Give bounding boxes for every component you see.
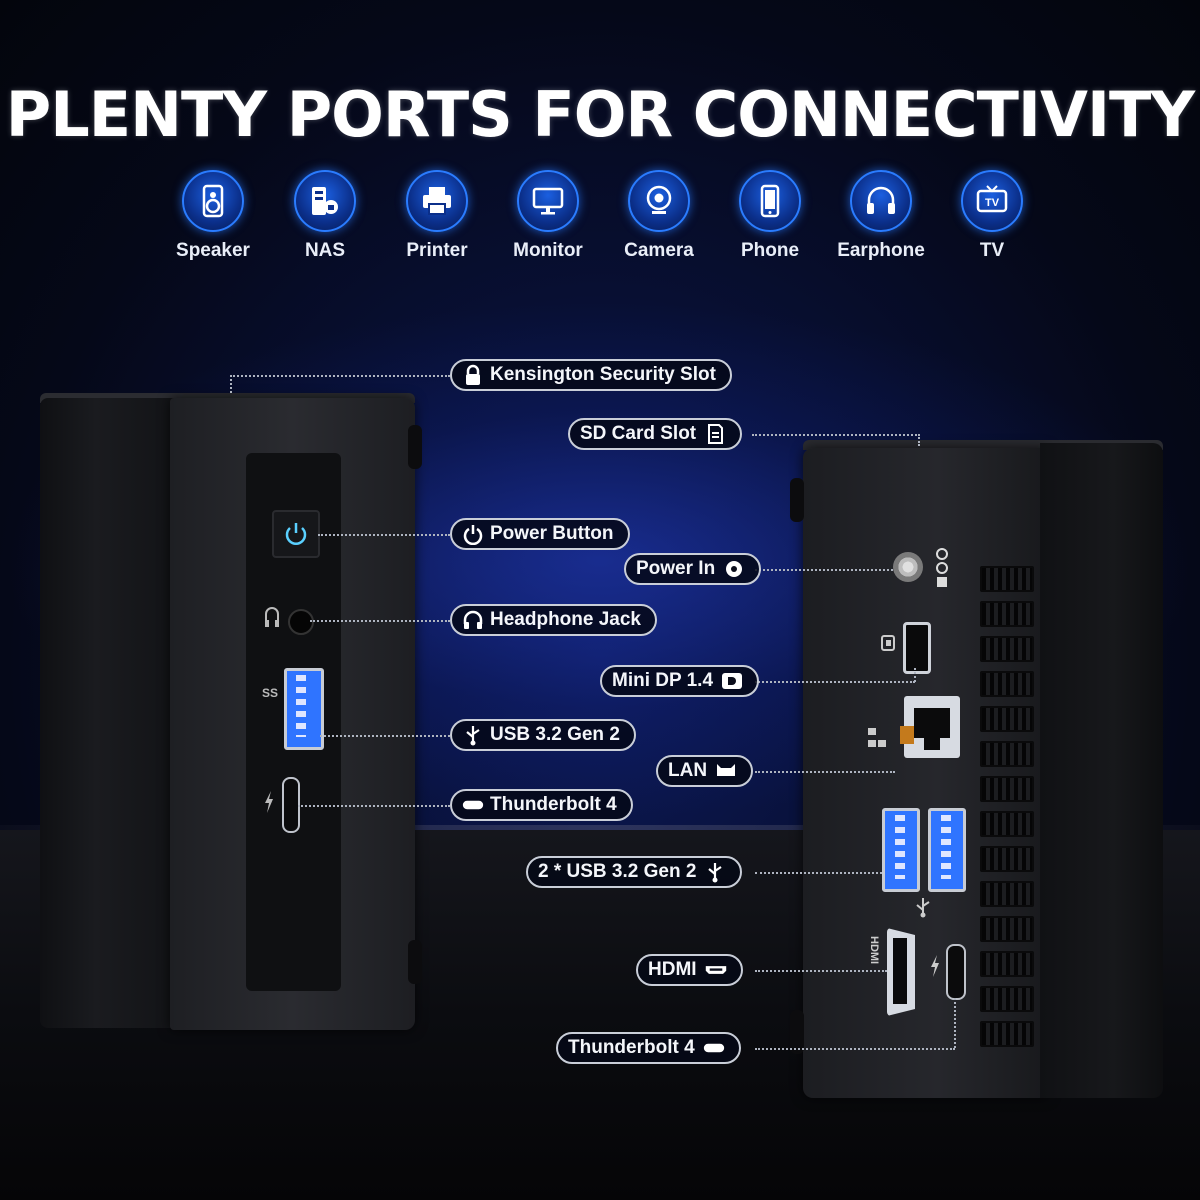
displayport-symbol-icon bbox=[880, 632, 898, 656]
power-button-leader-line bbox=[318, 534, 450, 536]
front-pc-foot bbox=[408, 940, 422, 984]
device-earphone: Earphone bbox=[826, 170, 936, 262]
mini-dp-leader-line bbox=[755, 681, 915, 683]
usb-leader-line bbox=[320, 735, 450, 737]
displayport-icon bbox=[721, 670, 743, 692]
hdmi-callout: HDMI bbox=[636, 954, 743, 986]
hdmi-port bbox=[887, 928, 915, 1016]
lock-icon bbox=[462, 364, 484, 386]
power-icon bbox=[285, 523, 307, 545]
rear-vents bbox=[980, 566, 1034, 1056]
mini-dp-leader-line bbox=[914, 668, 916, 682]
power-in-callout: Power In bbox=[624, 553, 762, 585]
usb-pair-leader-line bbox=[755, 872, 882, 874]
rear-usb-port-2 bbox=[928, 808, 966, 892]
usb-pair-callout: 2 * USB 3.2 Gen 2 bbox=[526, 856, 743, 888]
hdmi-icon bbox=[705, 959, 727, 981]
kensington-callout: Kensington Security Slot bbox=[450, 359, 732, 391]
device-camera: Camera bbox=[604, 170, 714, 262]
lan-leader-line bbox=[755, 771, 895, 773]
headset-symbol-icon bbox=[262, 600, 282, 636]
usb-callout: USB 3.2 Gen 2 bbox=[450, 719, 636, 751]
rear-pc-foot bbox=[790, 1010, 804, 1054]
usb-c-icon bbox=[462, 794, 484, 816]
device-printer: Printer bbox=[382, 170, 492, 262]
mini-dp-port bbox=[903, 622, 931, 674]
lan-symbol-icon bbox=[866, 726, 888, 750]
front-pc-foot bbox=[408, 425, 422, 469]
front-pc-side bbox=[40, 398, 180, 1028]
device-nas: NAS bbox=[270, 170, 380, 262]
mini-dp-callout: Mini DP 1.4 bbox=[600, 665, 760, 697]
ethernet-icon bbox=[715, 760, 737, 782]
device-row: Speaker NAS Printer Monitor Camera Phone… bbox=[0, 170, 1200, 270]
lan-callout: LAN bbox=[656, 755, 754, 787]
sd-card-leader-line bbox=[918, 434, 920, 446]
thunderbolt-leader-line bbox=[298, 805, 450, 807]
lan-led bbox=[900, 726, 914, 744]
speaker-icon bbox=[202, 184, 224, 218]
device-tv: TV TV bbox=[937, 170, 1047, 262]
sd-card-icon bbox=[704, 423, 726, 445]
power-button[interactable] bbox=[272, 510, 320, 558]
phone-icon bbox=[760, 184, 780, 218]
rear-pc-foot bbox=[790, 478, 804, 522]
nas-icon bbox=[312, 187, 338, 215]
power-in-symbol-icon bbox=[934, 544, 950, 590]
rear-pc-top bbox=[803, 440, 1163, 450]
power-button-callout: Power Button bbox=[450, 518, 630, 550]
device-monitor: Monitor bbox=[493, 170, 603, 262]
power-in-port bbox=[893, 552, 923, 582]
thunderbolt-rear-leader-line bbox=[755, 1048, 955, 1050]
kensington-leader-line bbox=[230, 375, 232, 393]
usb-pair-symbol-icon bbox=[912, 896, 934, 918]
hdmi-logo-icon: HDMI bbox=[868, 936, 880, 965]
device-phone: Phone bbox=[715, 170, 825, 262]
printer-icon bbox=[423, 187, 451, 215]
hdmi-leader-line bbox=[755, 970, 887, 972]
rear-usb-port-1 bbox=[882, 808, 920, 892]
page-title: PLENTY PORTS FOR CONNECTIVITY bbox=[5, 78, 1195, 151]
kensington-leader-line bbox=[230, 375, 450, 377]
device-speaker: Speaker bbox=[158, 170, 268, 262]
rear-thunderbolt-symbol-icon bbox=[928, 954, 942, 978]
floor-edge bbox=[0, 825, 1200, 833]
usb-icon bbox=[462, 724, 484, 746]
lan-port bbox=[904, 696, 960, 758]
front-usb-port bbox=[284, 668, 324, 750]
usb-c-icon bbox=[703, 1037, 725, 1059]
tv-icon: TV bbox=[976, 185, 1008, 213]
headphone-leader-line bbox=[310, 620, 450, 622]
thunderbolt-rear-leader-line bbox=[954, 998, 956, 1048]
svg-text:TV: TV bbox=[985, 197, 1000, 209]
headphone-icon bbox=[462, 609, 484, 631]
monitor-icon bbox=[532, 187, 564, 215]
rear-thunderbolt-port bbox=[946, 944, 966, 1000]
power-in-leader-line bbox=[755, 569, 893, 571]
rear-pc-side bbox=[1040, 443, 1163, 1098]
thunderbolt-rear-callout: Thunderbolt 4 bbox=[556, 1032, 741, 1064]
power-in-icon bbox=[723, 558, 745, 580]
headphone-jack-port bbox=[288, 609, 314, 635]
sd-card-callout: SD Card Slot bbox=[568, 418, 743, 450]
power-icon bbox=[462, 523, 484, 545]
thunderbolt-symbol-icon bbox=[262, 790, 276, 814]
headphone-callout: Headphone Jack bbox=[450, 604, 657, 636]
thunderbolt-callout: Thunderbolt 4 bbox=[450, 789, 633, 821]
sd-card-leader-line bbox=[752, 434, 920, 436]
ss-usb-icon: SS bbox=[262, 686, 279, 700]
usb-icon bbox=[704, 861, 726, 883]
earphone-icon bbox=[867, 186, 895, 214]
camera-icon bbox=[646, 185, 672, 214]
